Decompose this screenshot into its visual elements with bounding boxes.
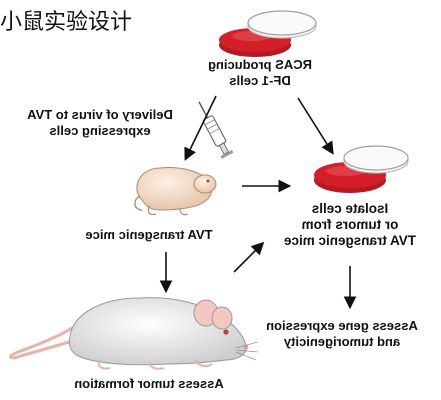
label-rcas-cells: RCAS producing DF-1 cells bbox=[208, 57, 312, 88]
label-isolate-cells: Isolate cells or tumors from TVA transge… bbox=[283, 201, 417, 248]
label-virus-delivery: Delivery of virus to TVA expressing cell… bbox=[27, 107, 173, 138]
arrow-adult-to-isolate bbox=[233, 241, 265, 273]
page-title: 小鼠实验设计 bbox=[0, 10, 133, 35]
petri-dish-icon bbox=[219, 10, 317, 57]
label-tva-transgenic-mice: TVA transgenic mice bbox=[85, 227, 213, 242]
arrow-dish-to-isolate bbox=[297, 97, 334, 155]
adult-mouse-icon bbox=[9, 297, 259, 370]
syringe-icon bbox=[198, 101, 234, 159]
arrow-dish-to-mice bbox=[184, 95, 217, 161]
mouse-pup-icon bbox=[134, 167, 217, 216]
petri-dish-icon bbox=[314, 145, 409, 193]
flow-arrows bbox=[159, 95, 357, 310]
label-assess-gene-expression: Assess gene expression and tumorigenicit… bbox=[266, 318, 418, 349]
label-assess-tumor-formation: Assess tumor formation bbox=[74, 376, 224, 391]
